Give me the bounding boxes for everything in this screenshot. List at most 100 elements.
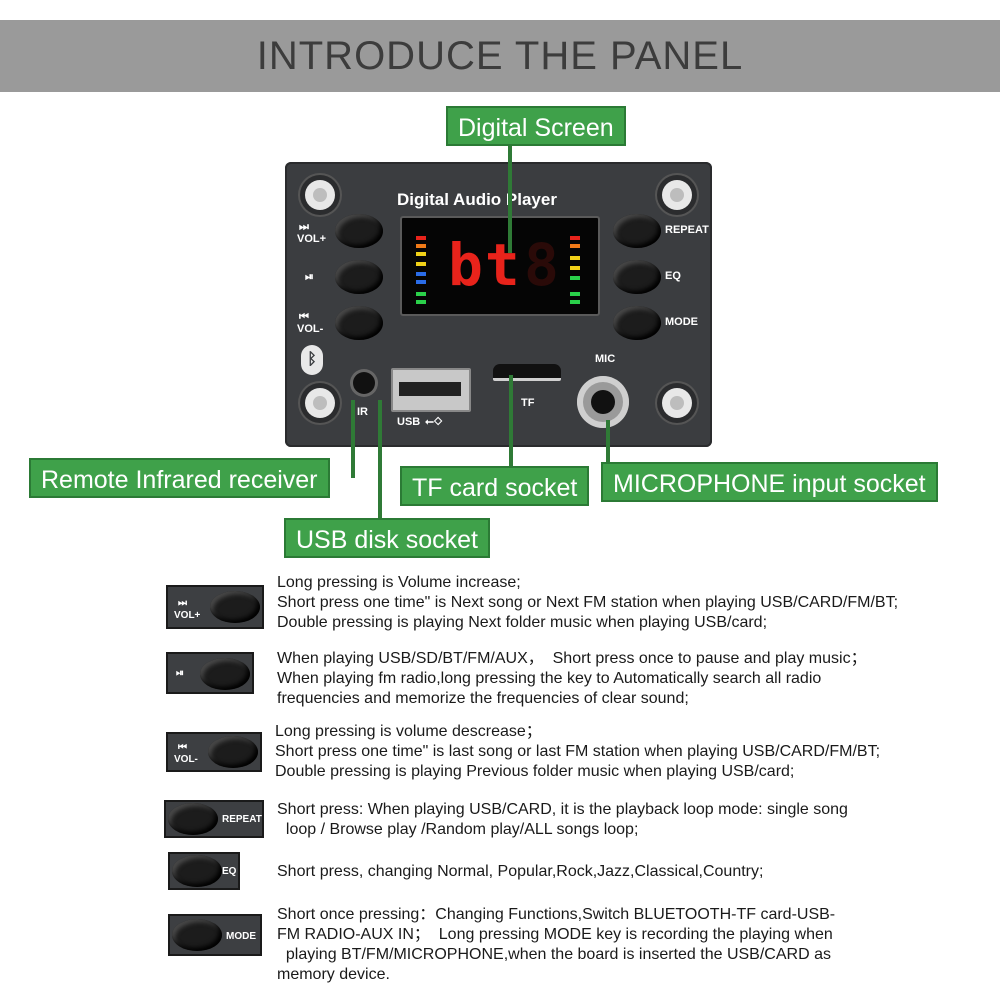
- callout-tf-socket: TF card socket: [400, 466, 590, 506]
- vol-minus-button-image: [208, 736, 258, 768]
- connector-line: [378, 400, 382, 520]
- instruction-text-vol-minus: Long pressing is volume descrease； Short …: [275, 722, 880, 782]
- connector-line: [351, 400, 355, 478]
- mode-label: MODE: [226, 931, 256, 942]
- repeat-button[interactable]: [613, 214, 661, 248]
- instruction-line: Long pressing is volume descrease；: [275, 723, 542, 740]
- level-bar: [570, 300, 580, 304]
- level-bar: [416, 236, 426, 240]
- instruction-button-play-pause: ⏯: [166, 652, 254, 694]
- connector-line: [606, 420, 610, 466]
- instruction-text-eq: Short press, changing Normal, Popular,Ro…: [277, 862, 763, 882]
- eq-button-image: [172, 855, 222, 887]
- instruction-line: Double pressing is playing Previous fold…: [275, 763, 795, 780]
- tf-card-slot: [493, 364, 561, 381]
- level-bar: [416, 280, 426, 284]
- repeat-button-image: [168, 803, 218, 835]
- connector-line: [509, 375, 513, 467]
- instruction-text-play-pause: When playing USB/SD/BT/FM/AUX， Short pre…: [277, 649, 867, 709]
- callout-digital-screen: Digital Screen: [446, 106, 626, 146]
- level-bar: [416, 244, 426, 248]
- page-title: INTRODUCE THE PANEL: [256, 34, 744, 78]
- instruction-button-vol-minus: ⏮ VOL-: [166, 732, 262, 772]
- callout-usb-socket: USB disk socket: [284, 518, 491, 558]
- vol-plus-label: VOL+: [297, 233, 327, 245]
- instruction-line: Short once pressing：Changing Functions,S…: [277, 906, 836, 923]
- instruction-line: FM RADIO-AUX IN； Long pressing MODE key …: [277, 926, 833, 943]
- level-bar: [570, 276, 580, 280]
- digital-screen: bt 8: [400, 216, 600, 316]
- mode-button-image: [172, 919, 222, 951]
- vol-plus-label: VOL+: [174, 610, 201, 621]
- previous-track-icon: ⏮: [178, 742, 187, 753]
- instruction-line: playing BT/FM/MICROPHONE,when the board …: [277, 946, 831, 963]
- eq-label: EQ: [222, 866, 237, 877]
- ir-receiver: [353, 372, 375, 394]
- panel-title: Digital Audio Player: [397, 190, 557, 209]
- connector-line: [508, 143, 512, 253]
- vol-minus-label: VOL-: [174, 754, 198, 765]
- instruction-line: When playing USB/SD/BT/FM/AUX， Short pre…: [277, 650, 867, 667]
- usb-label: USB: [397, 416, 421, 428]
- display-digit-off: 8: [524, 231, 559, 299]
- vol-minus-button[interactable]: [335, 306, 383, 340]
- instruction-line: Short press one time" is Next song or Ne…: [277, 594, 899, 611]
- mic-label: MIC: [595, 353, 616, 365]
- mounting-hole-bottom-right: [662, 388, 692, 418]
- vol-plus-button[interactable]: [335, 214, 383, 248]
- instruction-line: frequencies and memorize the frequencies…: [277, 690, 689, 707]
- ir-label: IR: [357, 406, 368, 418]
- callout-ir-receiver: Remote Infrared receiver: [29, 458, 330, 498]
- next-track-icon: ⏭: [178, 598, 187, 609]
- vol-plus-button-image: [210, 591, 260, 623]
- instruction-text-vol-plus: Long pressing is Volume increase; Short p…: [277, 573, 898, 633]
- play-pause-icon: ⏯: [176, 668, 184, 679]
- play-pause-icon: ⏯: [305, 271, 314, 283]
- level-bar: [570, 244, 580, 248]
- mounting-hole-top-left: [305, 180, 335, 210]
- microphone-jack: [577, 376, 629, 428]
- vol-minus-label: VOL-: [297, 323, 324, 335]
- audio-player-panel: Digital Audio Player ⏭ VOL+ ⏯ ⏮ VOL- bt …: [285, 162, 712, 447]
- repeat-label: REPEAT: [665, 224, 709, 236]
- header-bar: INTRODUCE THE PANEL: [0, 20, 1000, 92]
- instruction-button-mode: MODE: [168, 914, 262, 956]
- instruction-line: Short press, changing Normal, Popular,Ro…: [277, 863, 764, 880]
- level-bar: [416, 262, 426, 266]
- play-pause-button-image: [200, 658, 250, 690]
- callout-mic-socket: MICROPHONE input socket: [601, 462, 938, 502]
- instruction-line: Short press one time" is last song or la…: [275, 743, 881, 760]
- eq-button[interactable]: [613, 260, 661, 294]
- level-bar: [416, 292, 426, 296]
- level-bar: [570, 236, 580, 240]
- tf-label: TF: [521, 397, 535, 409]
- play-pause-button[interactable]: [335, 260, 383, 294]
- level-bar: [570, 266, 580, 270]
- instruction-line: loop / Browse play /Random play/ALL song…: [277, 821, 639, 838]
- previous-track-icon: ⏮: [299, 311, 309, 323]
- level-bar: [416, 272, 426, 276]
- instruction-text-mode: Short once pressing：Changing Functions,S…: [277, 905, 835, 985]
- instruction-line: When playing fm radio,long pressing the …: [277, 670, 822, 687]
- instruction-line: Double pressing is playing Next folder m…: [277, 614, 768, 631]
- instruction-line: Long pressing is Volume increase;: [277, 574, 521, 591]
- usb-port-slot: [399, 382, 461, 396]
- next-track-icon: ⏭: [299, 221, 309, 233]
- level-bar: [570, 256, 580, 260]
- usb-port: [391, 368, 471, 412]
- repeat-label: REPEAT: [222, 814, 262, 825]
- mounting-hole-bottom-left: [305, 388, 335, 418]
- eq-label: EQ: [665, 270, 681, 282]
- level-bar: [416, 252, 426, 256]
- level-bar: [570, 292, 580, 296]
- instruction-button-repeat: REPEAT: [164, 800, 264, 838]
- instruction-text-repeat: Short press: When playing USB/CARD, it i…: [277, 800, 848, 840]
- mode-label: MODE: [665, 316, 698, 328]
- bluetooth-icon: ᛒ: [301, 345, 323, 375]
- instruction-button-vol-plus: ⏭ VOL+: [166, 585, 264, 629]
- instruction-line: memory device.: [277, 966, 390, 983]
- instruction-line: Short press: When playing USB/CARD, it i…: [277, 801, 848, 818]
- mode-button[interactable]: [613, 306, 661, 340]
- instruction-button-eq: EQ: [168, 852, 240, 890]
- usb-symbol-icon: ⭠◇: [425, 416, 443, 428]
